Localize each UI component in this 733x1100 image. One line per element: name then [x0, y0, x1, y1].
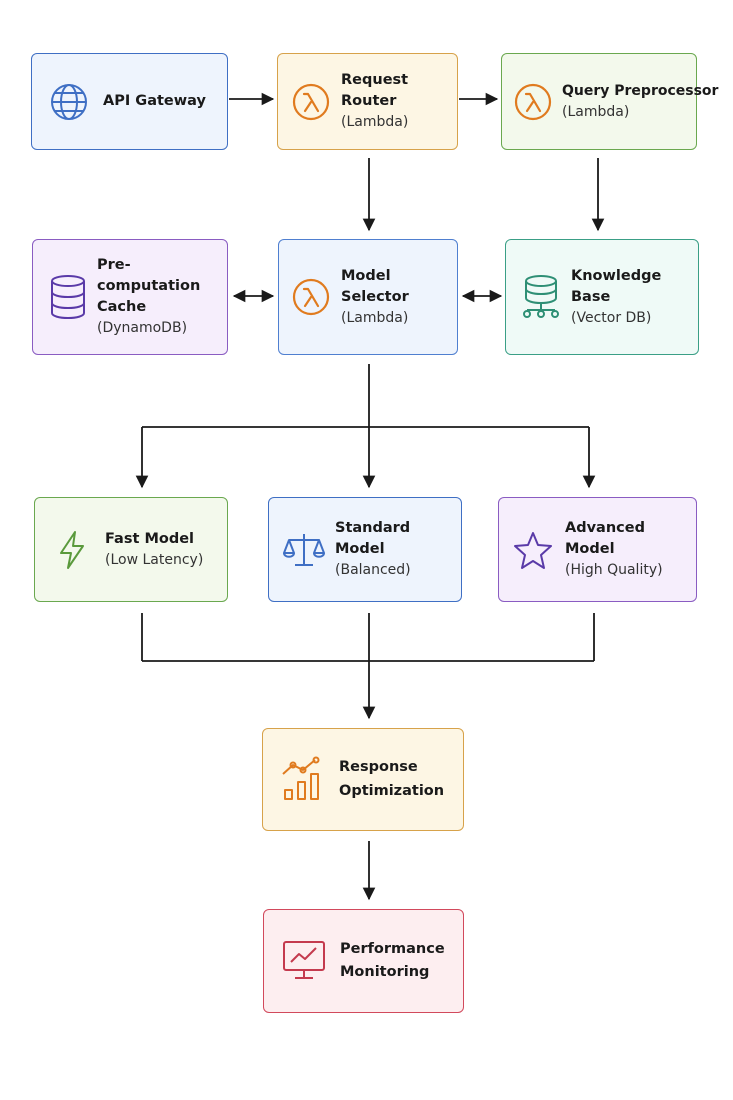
star-icon: [509, 530, 557, 570]
node-title: Standard Model: [335, 520, 411, 558]
node-precomputation-cache[interactable]: Pre-computation Cache (DynamoDB): [32, 239, 228, 355]
node-title: Advanced Model: [565, 520, 645, 558]
node-advanced-model[interactable]: Advanced Model (High Quality): [498, 497, 697, 602]
node-subtitle: (Lambda): [341, 309, 409, 326]
node-api-gateway[interactable]: API Gateway: [31, 53, 228, 150]
node-title: Query Preprocessor: [562, 83, 719, 100]
lambda-icon: [287, 82, 335, 122]
node-title-line2: Optimization: [339, 782, 445, 799]
chart-growth-icon: [277, 756, 327, 804]
node-model-selector[interactable]: Model Selector (Lambda): [278, 239, 458, 355]
node-subtitle: (Lambda): [341, 114, 409, 131]
node-request-router[interactable]: Request Router (Lambda): [277, 53, 458, 150]
node-subtitle: (Balanced): [335, 562, 411, 579]
node-standard-model[interactable]: Standard Model (Balanced): [268, 497, 462, 602]
vector-database-icon: [517, 274, 565, 320]
lightning-icon: [47, 530, 97, 570]
node-subtitle: (DynamoDB): [97, 320, 188, 337]
node-subtitle: (Lambda): [562, 103, 630, 120]
lambda-icon: [510, 82, 556, 122]
node-title: Fast Model: [105, 530, 195, 547]
node-title: Request Router: [341, 72, 409, 110]
node-title-line1: Pre-computation: [97, 257, 201, 295]
node-title-line1: Response: [339, 759, 418, 776]
node-subtitle: (High Quality): [565, 562, 663, 579]
node-title: Knowledge Base: [571, 267, 662, 305]
node-title: Model Selector: [341, 267, 409, 305]
node-subtitle: (Vector DB): [571, 309, 652, 326]
node-title-line2: Monitoring: [340, 964, 430, 980]
lambda-icon: [287, 277, 335, 317]
node-fast-model[interactable]: Fast Model (Low Latency): [34, 497, 228, 602]
node-query-preprocessor[interactable]: Query Preprocessor (Lambda): [501, 53, 718, 150]
node-subtitle: (Low Latency): [105, 551, 204, 568]
node-title-line1: Performance: [340, 940, 445, 957]
node-title-line2: Cache: [97, 299, 147, 316]
globe-icon: [41, 82, 97, 122]
node-performance-monitoring[interactable]: Performance Monitoring: [263, 909, 464, 1013]
monitor-chart-icon: [278, 939, 330, 983]
scale-icon: [279, 531, 329, 569]
node-knowledge-base[interactable]: Knowledge Base (Vector DB): [505, 239, 699, 355]
node-response-optimization[interactable]: Response Optimization: [262, 728, 464, 831]
node-title: API Gateway: [103, 92, 206, 109]
database-icon: [43, 274, 93, 320]
